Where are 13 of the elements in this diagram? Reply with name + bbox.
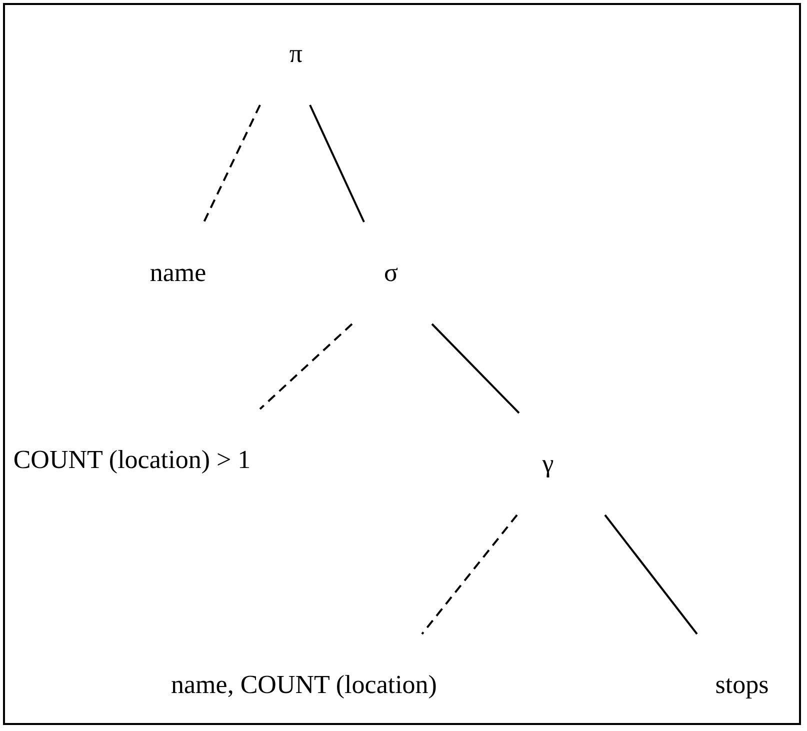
dashed-line (259, 323, 353, 410)
tree-line (604, 514, 698, 635)
dashed-line (203, 104, 261, 222)
tree-node-label: stops (705, 634, 779, 731)
tree-node-label: σ (374, 222, 408, 324)
tree-line (431, 323, 520, 414)
tree-node-label: π (279, 3, 313, 105)
tree-line (309, 104, 365, 222)
tree-node-label: COUNT (location) > 1 (3, 409, 261, 511)
tree-node-label: γ (532, 413, 564, 515)
tree-node-label: name (140, 222, 216, 324)
dashed-line (421, 514, 518, 635)
tree-node-label: name, COUNT (location) (161, 634, 447, 731)
